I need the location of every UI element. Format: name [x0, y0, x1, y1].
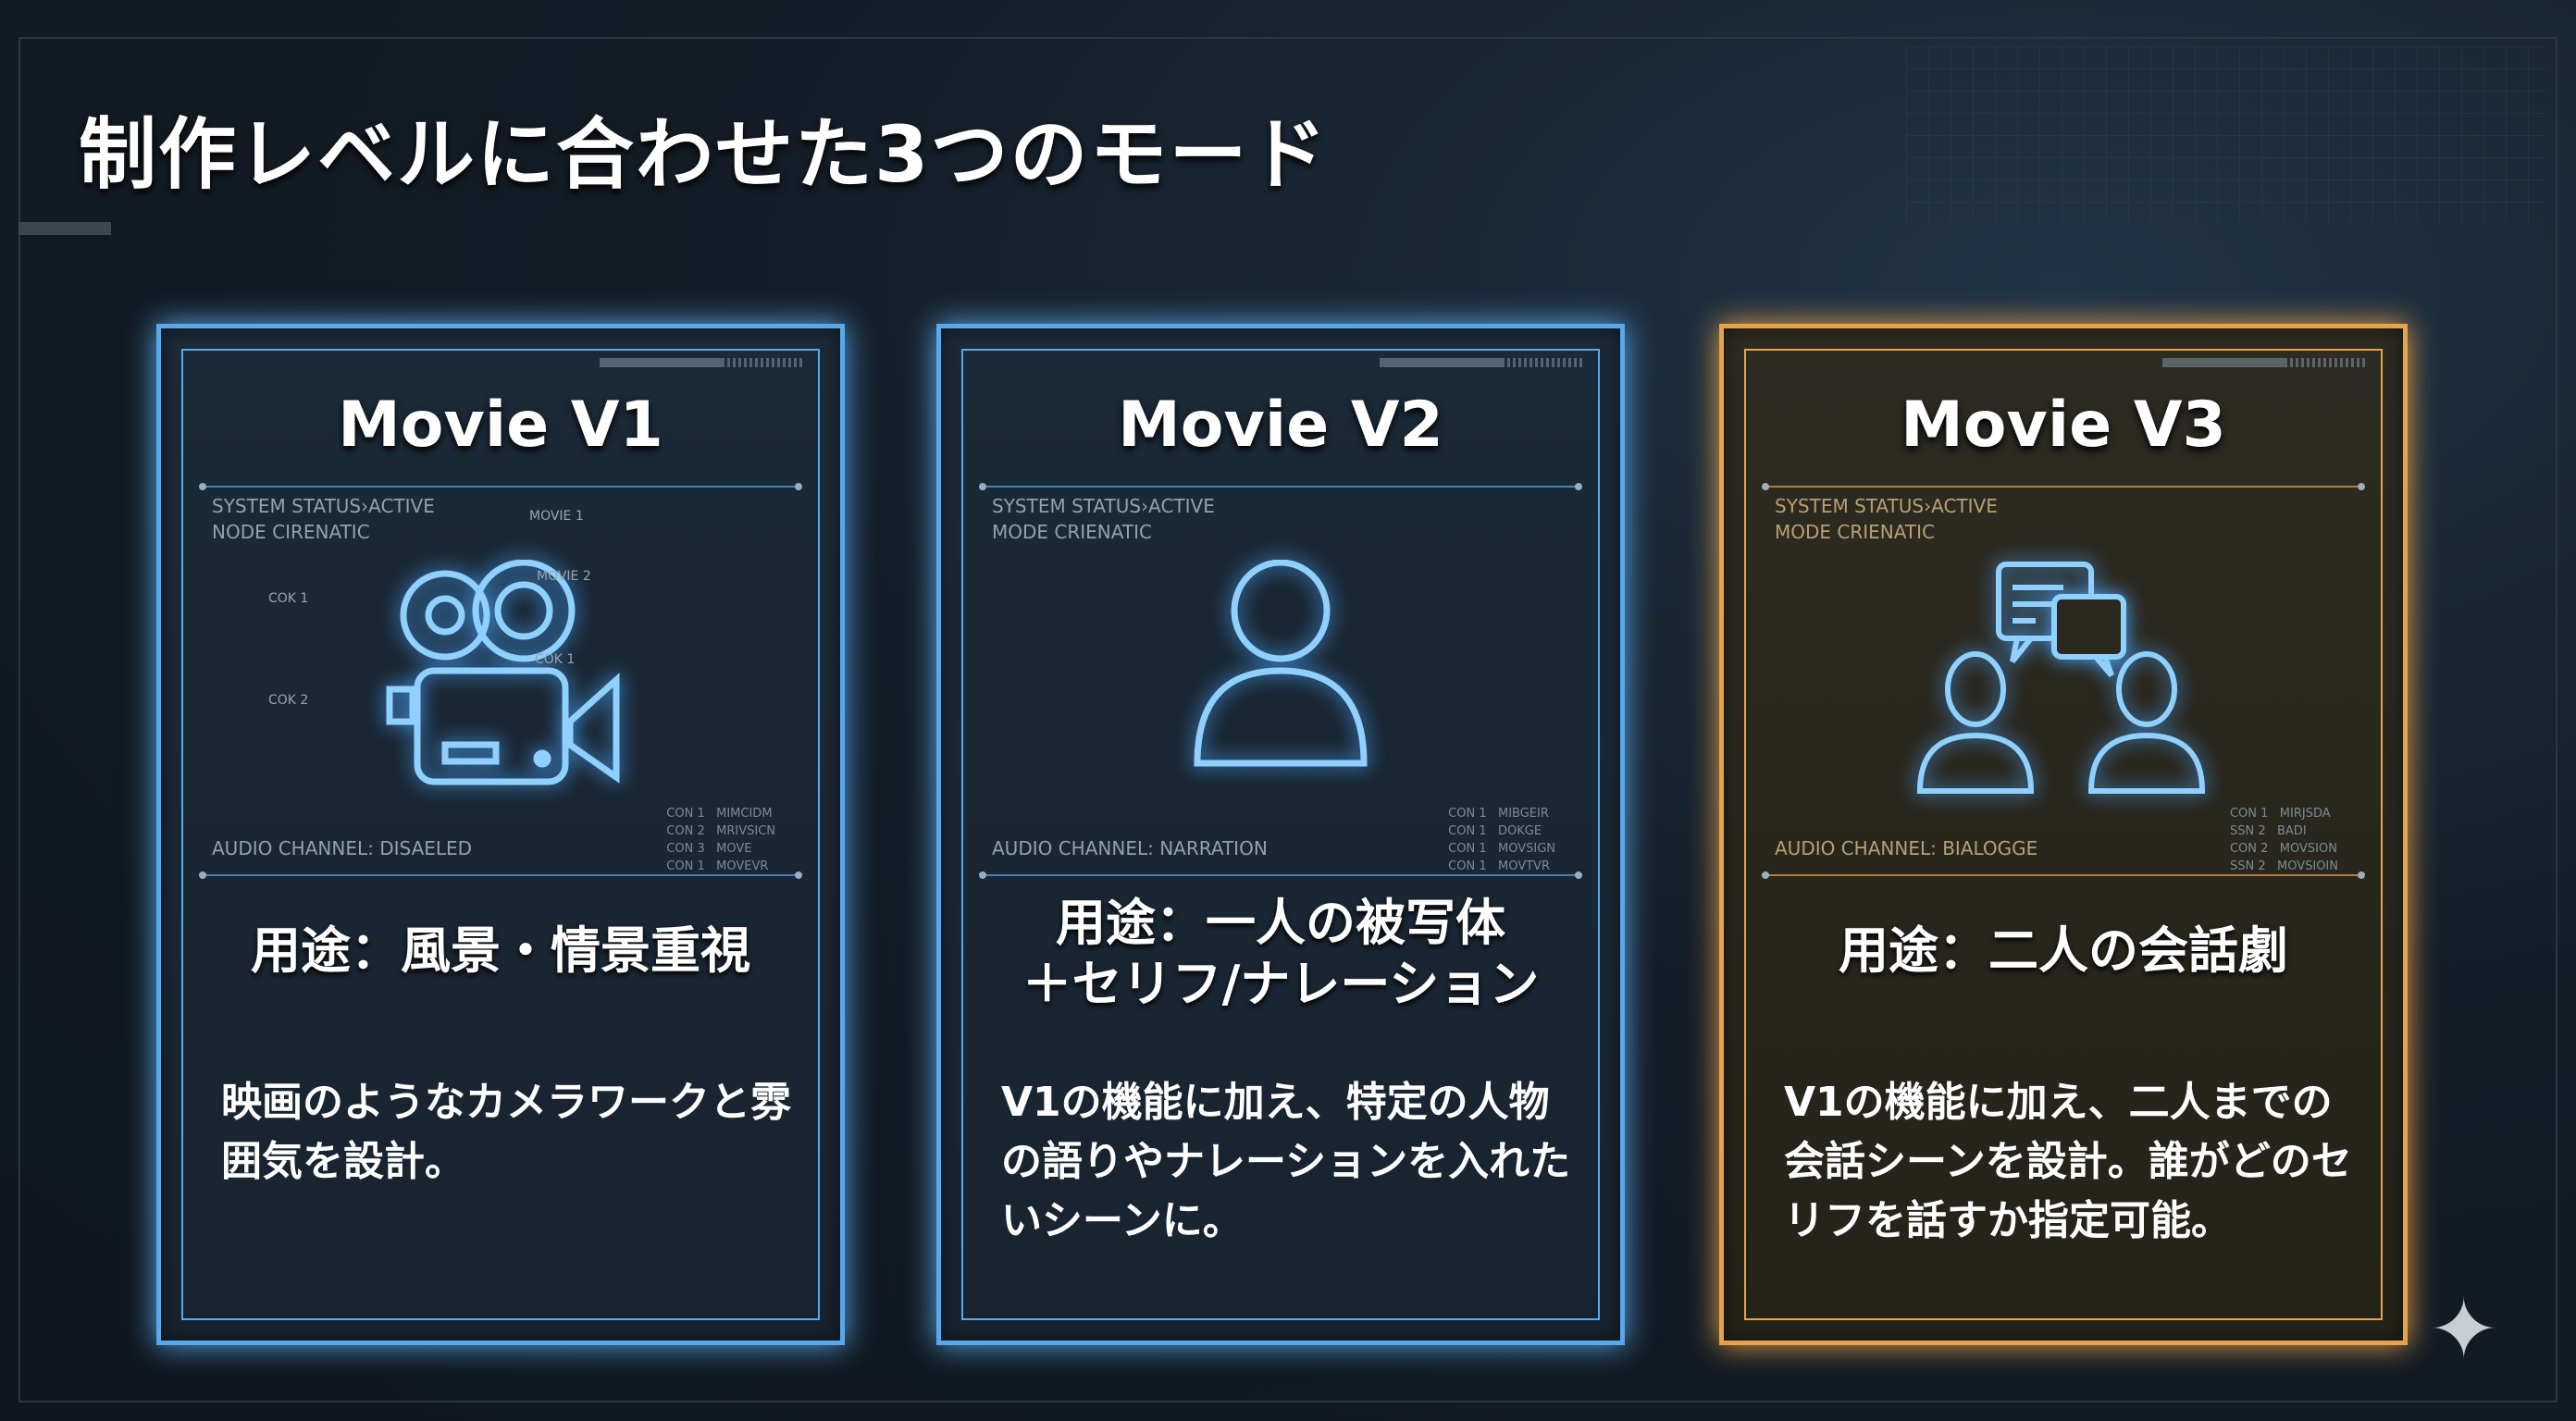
sparkle-icon: ✦ — [2429, 1281, 2499, 1378]
system-status: SYSTEM STATUS›ACTIVE MODE CRIENATIC — [992, 493, 1215, 545]
mode-card-v2: Movie V2 SYSTEM STATUS›ACTIVE MODE CRIENA… — [936, 324, 1625, 1345]
card-inner-frame — [1744, 349, 2383, 1320]
divider — [199, 483, 802, 490]
status-text: SYSTEM STATUS›ACTIVE — [1775, 495, 1998, 517]
audio-channel: AUDIO CHANNEL: BIALOGGE — [1775, 837, 2038, 859]
decor-bar — [19, 222, 111, 235]
diagram-label: MOVIE 2 — [537, 569, 591, 584]
audio-channel: AUDIO CHANNEL: NARRATION — [992, 837, 1268, 859]
divider — [979, 483, 1582, 490]
status-text: SYSTEM STATUS›ACTIVE — [992, 495, 1215, 517]
description: V1の機能に加え、二人までの会話シーンを設計。誰がどのセリフを話すか指定可能。 — [1784, 1079, 2352, 1244]
divider — [199, 871, 802, 879]
system-status: SYSTEM STATUS›ACTIVE MODE CRIENATIC — [1775, 493, 1998, 545]
hud-bar — [600, 358, 803, 367]
diagram-label: COK 1 — [535, 652, 576, 667]
card-inner-frame — [181, 349, 820, 1320]
system-status: SYSTEM STATUS›ACTIVE NODE CIRENATIC — [212, 493, 435, 545]
usage-heading: 用途：風景・情景重視 — [251, 921, 750, 980]
status-text: SYSTEM STATUS›ACTIVE — [212, 495, 435, 517]
page-title: 制作レベルに合わせた3つのモード — [79, 109, 1329, 200]
code-list: CON 1 MIBGEIR CON 1 DOKGE CON 1 MOVSIGN … — [1448, 807, 1555, 873]
card-title: Movie V3 — [1901, 389, 2226, 462]
mode-text: MODE CRIENATIC — [992, 521, 1152, 543]
mode-card-v1: Movie V1 SYSTEM STATUS›ACTIVE NODE CIRENA… — [156, 324, 845, 1345]
slide-frame — [19, 37, 2557, 1402]
divider — [979, 871, 1582, 879]
diagram-label: MOVIE 1 — [529, 509, 584, 524]
usage-heading: 用途：一人の被写体 ＋セリフ/ナレーション — [1022, 894, 1540, 1013]
diagram-label: COK 2 — [268, 693, 309, 708]
card-title: Movie V1 — [338, 389, 663, 462]
conversation-icon — [1916, 562, 2206, 794]
divider — [1762, 871, 2365, 879]
diagram-label: COK 1 — [268, 591, 309, 606]
card-inner-frame — [961, 349, 1600, 1320]
card-title: Movie V2 — [1118, 389, 1443, 462]
mode-text: MODE CRIENATIC — [1775, 521, 1935, 543]
description: V1の機能に加え、特定の人物の語りやナレーションを入れたいシーンに。 — [1001, 1079, 1571, 1244]
hud-bar — [1380, 358, 1583, 367]
code-list: CON 1 MIRJSDA SSN 2 BADI CON 2 MOVSION S… — [2229, 807, 2338, 873]
code-list: CON 1 MIMCIDM CON 2 MRIVSICN CON 3 MOVE … — [666, 807, 775, 873]
mode-card-v3: Movie V3 SYSTEM STATUS›ACTIVE MODE CRIENA… — [1719, 324, 2408, 1345]
movie-camera-icon — [386, 560, 620, 785]
decor-grid — [1906, 46, 2545, 222]
usage-heading: 用途：二人の会話劇 — [1839, 921, 2288, 980]
hud-bar — [2162, 358, 2366, 367]
audio-channel: AUDIO CHANNEL: DISAELED — [212, 837, 473, 859]
person-icon — [1194, 560, 1368, 767]
description: 映画のようなカメラワークと雰囲気を設計。 — [221, 1079, 791, 1185]
divider — [1762, 483, 2365, 490]
mode-text: NODE CIRENATIC — [212, 521, 370, 543]
